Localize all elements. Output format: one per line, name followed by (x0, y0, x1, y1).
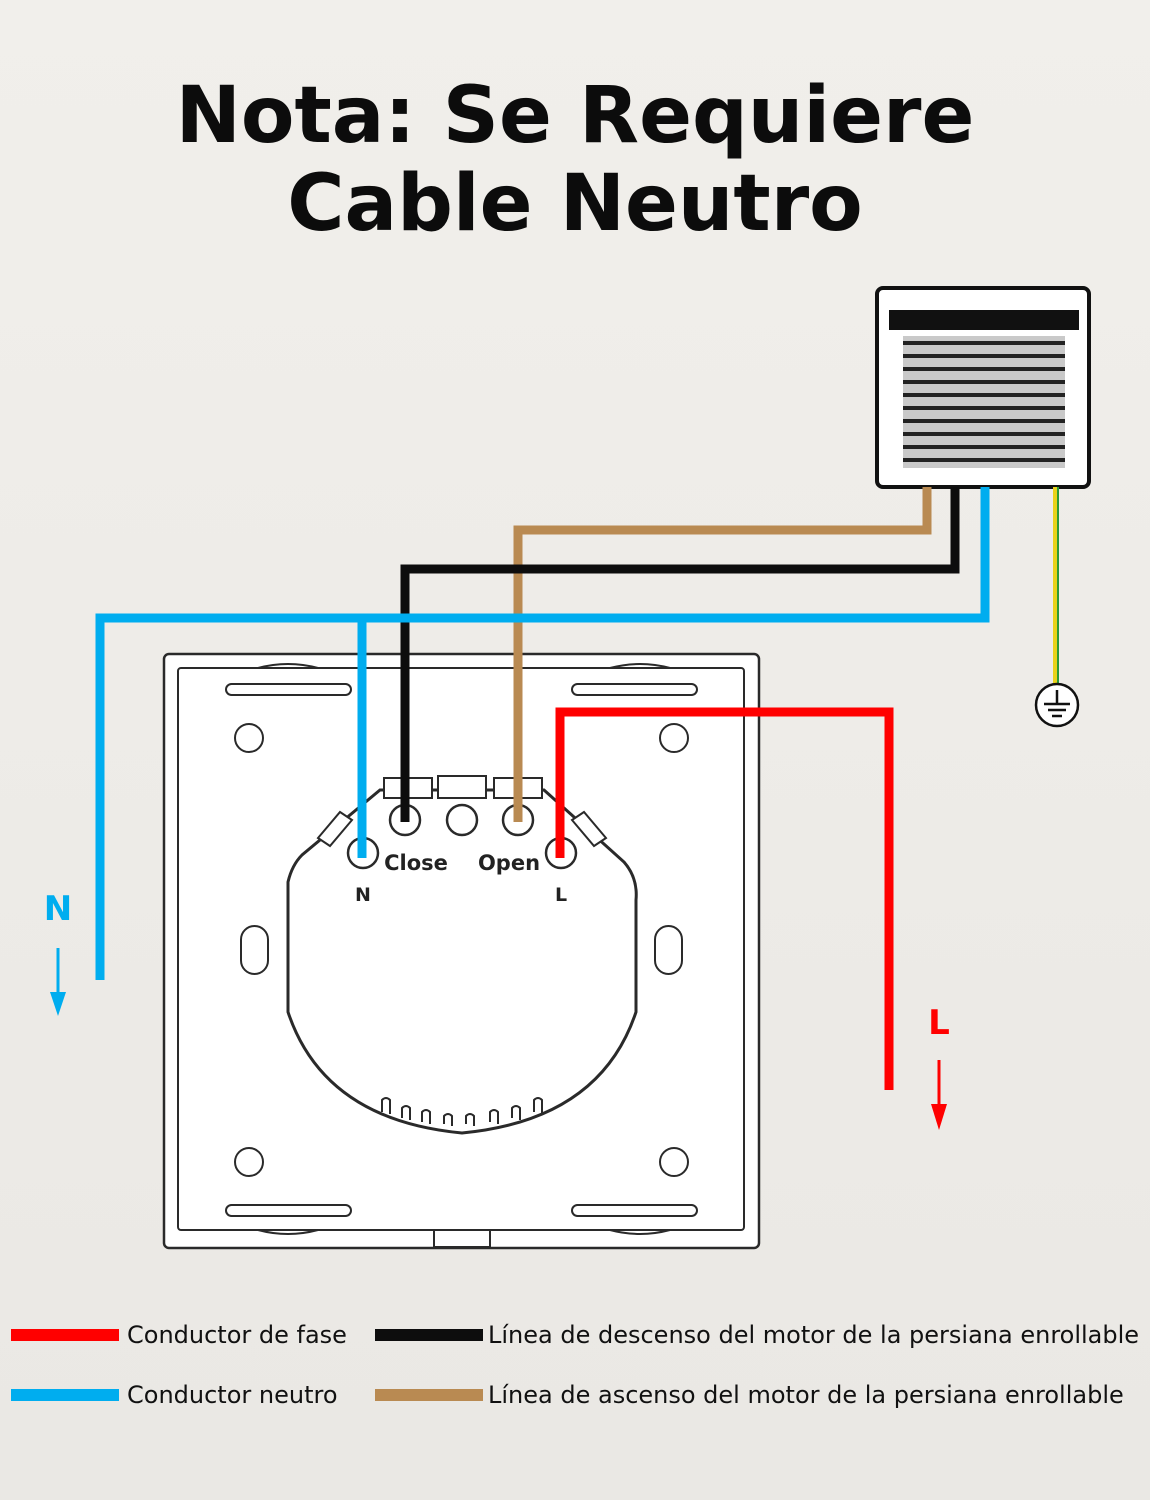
legend-swatch-phase (11, 1329, 119, 1341)
legend-item-neutral: Conductor neutro (11, 1375, 371, 1415)
phase-arrow-icon (931, 1060, 947, 1130)
terminal-label-l: L (555, 884, 567, 906)
legend-item-phase: Conductor de fase (11, 1315, 371, 1355)
phase-wire (555, 707, 894, 1090)
terminal-label-open: Open (478, 851, 540, 875)
neutral-wire-main (95, 487, 990, 980)
ground-icon (1034, 682, 1080, 728)
terminal-label-close: Close (384, 851, 448, 875)
down-wire (400, 487, 960, 822)
legend-label-neutral: Conductor neutro (127, 1381, 338, 1409)
title-line-2: Cable Neutro (287, 159, 863, 249)
title-line-1: Nota: Se Requiere (175, 71, 975, 161)
legend-swatch-up-line (375, 1389, 483, 1401)
legend-item-up-line: Línea de ascenso del motor de la persian… (375, 1375, 1147, 1415)
roller-blind-motor-icon (875, 286, 1091, 489)
switch-module (286, 775, 638, 1135)
wire-label-l: L (928, 1003, 950, 1043)
terminal-label-n: N (355, 884, 371, 906)
legend-label-down-line: Línea de descenso del motor de la persia… (488, 1321, 1140, 1349)
legend-swatch-neutral (11, 1389, 119, 1401)
earth-wire (1053, 487, 1059, 683)
legend-label-up-line: Línea de ascenso del motor de la persian… (488, 1381, 1124, 1409)
legend-item-down-line: Línea de descenso del motor de la persia… (375, 1315, 1147, 1355)
legend-swatch-down-line (375, 1329, 483, 1341)
neutral-arrow-icon (50, 948, 66, 1016)
up-wire (513, 487, 932, 822)
legend-label-phase: Conductor de fase (127, 1321, 347, 1349)
wire-label-n: N (44, 889, 72, 929)
